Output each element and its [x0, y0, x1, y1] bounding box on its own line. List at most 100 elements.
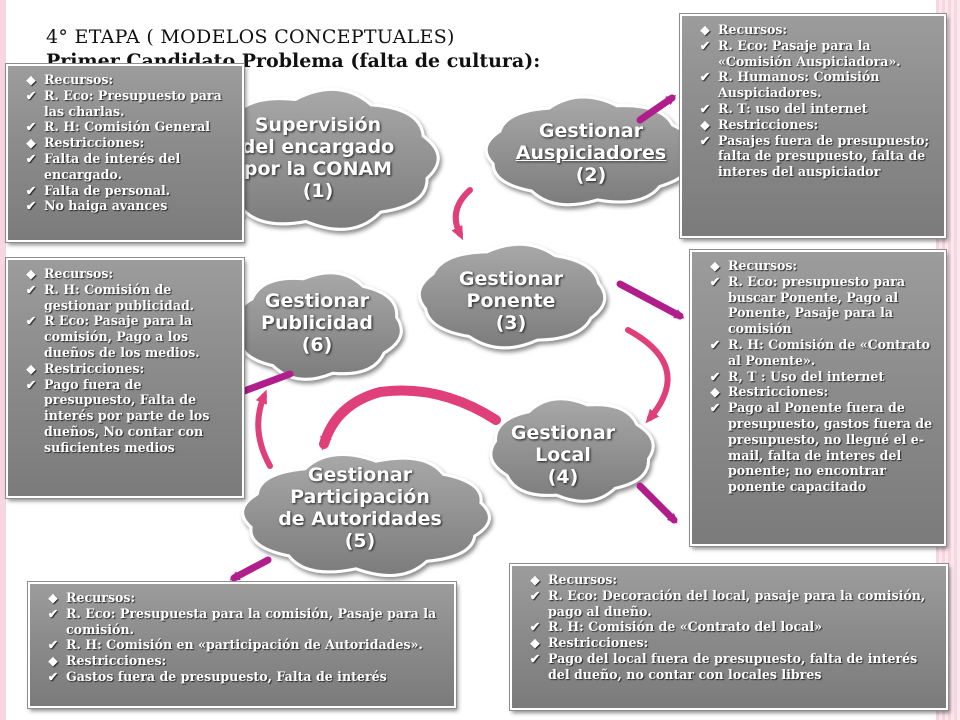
resources-box-node-3: ◆Recursos:✔R. Eco: presupuesto para busc…: [689, 249, 947, 547]
arrow-node-3-to-box: [616, 280, 685, 320]
check-mark-icon: ✔: [47, 668, 59, 684]
check-mark-icon: ✔: [25, 281, 37, 297]
cloud-node-4: [489, 397, 655, 503]
box-item-text: Pago del local fuera de presupuesto, fal…: [548, 650, 918, 682]
box-5-item: ✔ Gastos fuera de presupuesto, Falta de i…: [40, 669, 446, 685]
check-mark-icon: ✔: [699, 100, 711, 116]
box-3-item: ✔ R. H: Comisión de gestionar publicidad.: [18, 282, 234, 314]
arrow-node-3-to-node-4: [625, 327, 671, 424]
box-2-item: ◆ Restricciones:: [692, 117, 936, 133]
check-mark-icon: ✔: [47, 605, 59, 621]
resources-box-node-6: ◆ Recursos: ✔ R. H: Comisión de gestionar p…: [5, 257, 245, 499]
box-item-text: Recursos:: [66, 590, 136, 605]
box-item-text: Falta de interés del encargado.: [44, 150, 181, 182]
box-4-item: ✔Pago al Ponente fuera de presupuesto, g…: [702, 400, 936, 495]
black-diamond-bullet-icon: ◆: [26, 360, 36, 376]
arrow-node-4-to-box: [636, 482, 678, 524]
box-item-text: R. Eco: Presupuesta para la comisión, Pa…: [66, 605, 437, 637]
check-mark-icon: ✔: [25, 198, 37, 214]
resources-box-node-2: ◆ Recursos: ✔ R. Eco: Pasaje para la «Comis…: [679, 13, 947, 239]
resources-box-node-1: ◆ Recursos: ✔ R. Eco: Presupuesto para las …: [5, 63, 245, 243]
box-3-item: ◆ Recursos:: [18, 266, 234, 282]
box-item-text: R. H: Comisión de gestionar publicidad.: [44, 281, 195, 313]
check-mark-icon: ✔: [699, 132, 711, 148]
check-mark-icon: ✔: [25, 313, 37, 329]
arrow-node-6-to-box: [231, 370, 294, 398]
black-diamond-bullet-icon: ◆: [26, 72, 36, 87]
box-item-text: No haiga avances: [44, 198, 168, 214]
box-item-text: Recursos:: [548, 572, 618, 587]
box-4-item: ✔R. Eco: presupuesto para buscar Ponente…: [702, 274, 936, 337]
box-item-text: R. Eco: Pasaje para la «Comisión Auspici…: [718, 37, 901, 69]
black-diamond-bullet-icon: ◆: [710, 258, 720, 273]
black-diamond-bullet-icon: ◆: [710, 384, 720, 400]
box-2-item: ✔ Pasajes fuera de presupuesto; falta de …: [692, 133, 936, 180]
box-4-item: ✔R, T : Uso del internet: [702, 369, 936, 385]
box-item-text: R, T : Uso del internet: [728, 368, 885, 384]
box-item-text: Restricciones:: [718, 116, 819, 132]
black-diamond-bullet-icon: ◆: [700, 22, 710, 37]
arrow-node-5-to-node-6: [255, 389, 273, 469]
decorative-left-band: [0, 0, 6, 720]
box-6-item: ✔R. Eco: Decoración del local, pasaje pa…: [522, 588, 938, 620]
box-item-text: Falta de personal.: [44, 182, 171, 198]
box-item-text: R. H: Comisión de «Contrato al Ponente».: [728, 336, 930, 368]
arrow-node-4-to-node-5: [319, 385, 501, 451]
box-5-item: ◆ Recursos:: [40, 590, 446, 606]
black-diamond-bullet-icon: ◆: [26, 135, 36, 151]
box-1-item: ✔R. H: Comisión General: [18, 119, 234, 135]
black-diamond-bullet-icon: ◆: [700, 116, 710, 132]
box-5-item: ✔R. H: Comisión en «participación de Aut…: [40, 637, 446, 653]
box-2-item: ✔ R. T: uso del internet: [692, 101, 936, 117]
box-6-item: ✔R. H: Comisión de «Contrato del local»: [522, 619, 938, 635]
box-item-text: Pago al Ponente fuera de presupuesto, ga…: [728, 400, 933, 495]
box-item-text: Recursos:: [44, 72, 114, 87]
box-item-text: Pago fuera de presupuesto, Falta de inte…: [44, 376, 210, 455]
box-1-item: ✔ R. Eco: Presupuesto para las charlas.: [18, 88, 234, 120]
black-diamond-bullet-icon: ◆: [48, 590, 58, 605]
arrow-node-2-to-node-3: [451, 187, 473, 241]
box-1-item: ✔Falta de personal.: [18, 183, 234, 199]
check-mark-icon: ✔: [699, 37, 711, 53]
box-item-text: Recursos:: [44, 266, 114, 281]
box-1-item: ✔ No haiga avances: [18, 198, 234, 214]
box-item-text: R. Humanos: Comisión Auspiciadores.: [718, 69, 880, 101]
box-2-item: ◆ Recursos:: [692, 22, 936, 38]
check-mark-icon: ✔: [529, 587, 541, 603]
box-item-text: Restricciones:: [44, 135, 145, 151]
box-4-item: ◆Recursos:: [702, 258, 936, 274]
box-item-text: R. H: Comisión de «Contrato del local»: [548, 619, 823, 635]
box-3-item: ◆ Restricciones:: [18, 361, 234, 377]
box-4-item: ◆ Restricciones:: [702, 384, 936, 400]
box-item-text: Recursos:: [718, 22, 788, 37]
box-1-item: ◆ Restricciones:: [18, 135, 234, 151]
slide-title: 4° ETAPA ( MODELOS CONCEPTUALES): [46, 26, 455, 48]
check-mark-icon: ✔: [709, 336, 721, 352]
check-mark-icon: ✔: [25, 376, 37, 392]
box-item-text: Pasajes fuera de presupuesto; falta de p…: [718, 132, 930, 180]
box-5-item: ✔ R. Eco: Presupuesta para la comisión, P…: [40, 606, 446, 638]
box-4-item: ✔ R. H: Comisión de «Contrato al Ponente»…: [702, 337, 936, 369]
box-item-text: Restricciones:: [44, 360, 145, 376]
cloud-node-6: [233, 271, 403, 381]
box-6-item: ◆Recursos:: [522, 572, 938, 588]
check-mark-icon: ✔: [25, 150, 37, 166]
box-item-text: Restricciones:: [728, 384, 829, 400]
box-6-item: ◆Restricciones:: [522, 635, 938, 651]
check-mark-icon: ✔: [529, 650, 541, 666]
box-item-text: R. H: Comisión en «participación de Auto…: [66, 637, 423, 653]
black-diamond-bullet-icon: ◆: [26, 266, 36, 281]
box-item-text: R. Eco: presupuesto para buscar Ponente,…: [728, 273, 906, 337]
box-item-text: Gastos fuera de presupuesto, Falta de in…: [66, 668, 387, 684]
box-3-item: ✔ Pago fuera de presupuesto, Falta de int…: [18, 377, 234, 456]
check-mark-icon: ✔: [25, 87, 37, 103]
box-item-text: R. Eco: Presupuesto para las charlas.: [44, 87, 222, 119]
box-item-text: R. T: uso del internet: [718, 100, 868, 116]
arrow-node-5-to-box: [229, 556, 272, 582]
box-2-item: ✔R. Humanos: Comisión Auspiciadores.: [692, 69, 936, 101]
box-item-text: Restricciones:: [548, 635, 649, 651]
